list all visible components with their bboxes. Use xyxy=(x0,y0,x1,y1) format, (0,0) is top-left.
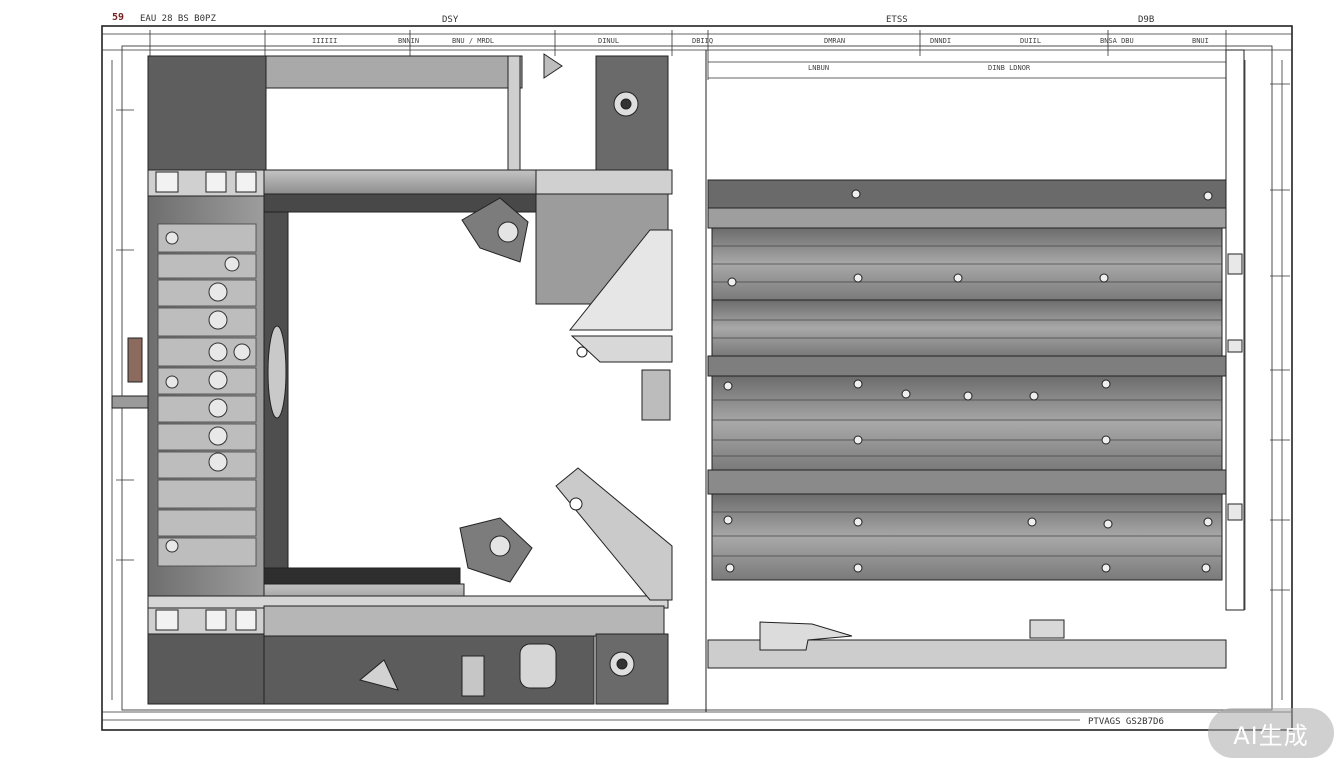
right-side-rail xyxy=(1225,49,1245,611)
bottom-dimension-line xyxy=(102,711,1292,721)
svg-text:BNU / MRDL: BNU / MRDL xyxy=(452,37,494,45)
slat-bolts xyxy=(723,189,1213,573)
bottom-right-label: PTVAGS GS2B7D6 xyxy=(1088,717,1164,727)
slat-lines xyxy=(712,245,1222,557)
control-panel-grid xyxy=(157,223,257,567)
drawing-frame xyxy=(101,25,1293,731)
svg-text:IIIIII: IIIIII xyxy=(312,37,337,45)
svg-text:BNUI: BNUI xyxy=(1192,37,1209,45)
svg-text:BNSA DBU: BNSA DBU xyxy=(1100,37,1134,45)
svg-text:DBIIQ: DBIIQ xyxy=(692,37,713,45)
svg-text:BNNIN: BNNIN xyxy=(398,37,419,45)
svg-text:DINB LDNOR: DINB LDNOR xyxy=(988,64,1031,72)
top-mark-1: DSY xyxy=(442,15,459,25)
side-dimension-lines xyxy=(111,60,1283,700)
bottom-clamp-blocks xyxy=(155,609,257,631)
left-edge-fixtures xyxy=(111,337,149,409)
lower-mechanism xyxy=(358,467,673,705)
svg-text:DMRAN: DMRAN xyxy=(824,37,845,45)
corner-label: EAU 28 BS B0PZ xyxy=(140,14,216,24)
side-ticks xyxy=(116,83,1290,591)
svg-text:LNBUN: LNBUN xyxy=(808,64,829,72)
svg-text:DUIIL: DUIIL xyxy=(1020,37,1041,45)
svg-text:DINUL: DINUL xyxy=(598,37,619,45)
bottom-bar xyxy=(707,619,1227,669)
top-mark-3: D9B xyxy=(1138,15,1154,25)
sheet-code: 59 xyxy=(112,12,124,23)
top-clamp-blocks xyxy=(155,171,257,193)
right-slat-panel xyxy=(707,179,1227,581)
ai-generated-badge: AI生成 xyxy=(1208,708,1334,758)
top-dimension-labels: IIIIII BNNIN BNU / MRDL DINUL DBIIQ DMRA… xyxy=(312,37,1209,72)
top-dimension-line xyxy=(102,30,1292,80)
top-mark-2: ETSS xyxy=(886,15,908,25)
left-hub xyxy=(267,325,287,419)
svg-text:DNNDI: DNNDI xyxy=(930,37,951,45)
control-panel-knobs xyxy=(165,231,251,553)
upper-mechanism xyxy=(461,53,673,421)
